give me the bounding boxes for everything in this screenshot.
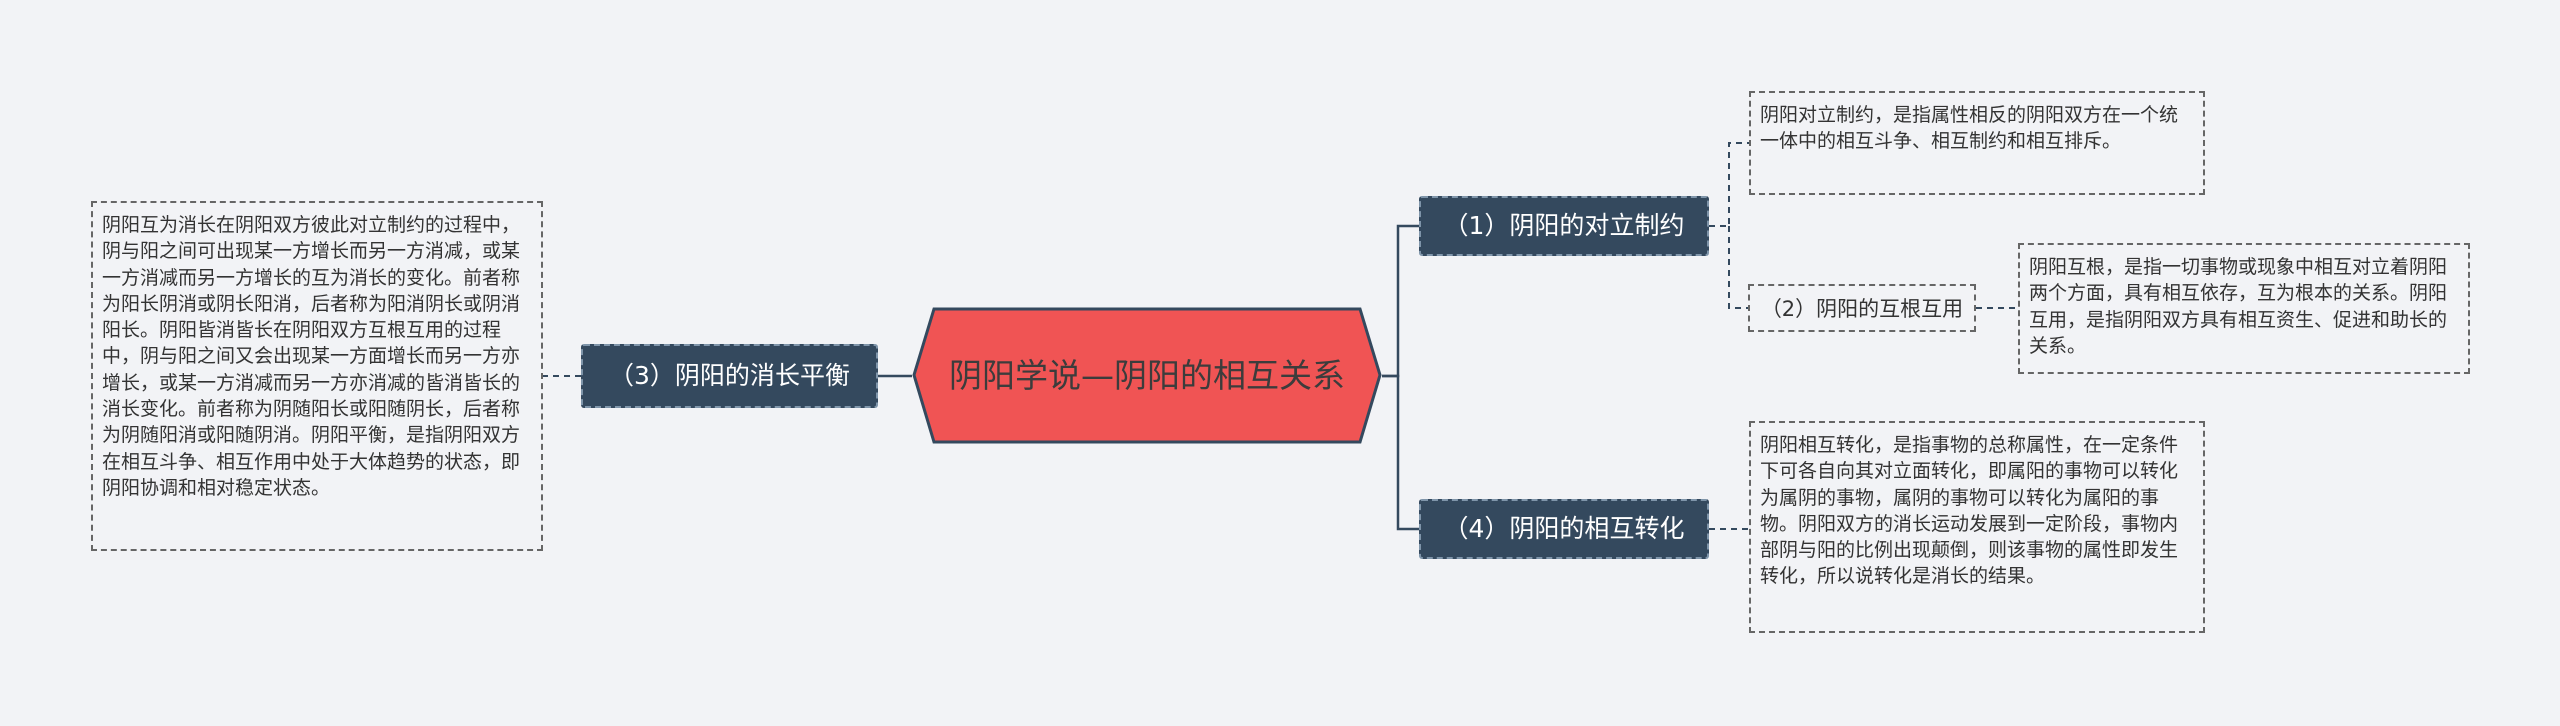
root-hexagon-shape [912,307,1382,444]
leaf-interdependence-text[interactable]: 阴阳互根，是指一切事物或现象中相互对立着阴阳两个方面，具有相互依存，互为根本的关… [2018,243,2470,374]
branch-opposition-restriction[interactable]: （1）阴阳的对立制约 [1419,196,1709,256]
connector-b1-l1 [1709,142,1749,227]
branch-label: （1）阴阳的对立制约 [1443,211,1685,240]
connector-root-b1 [1382,224,1419,378]
branch-label: （4）阴阳的相互转化 [1443,514,1685,543]
subtopic-interdependence[interactable]: （2）阴阳的互根互用 [1748,284,1976,332]
connector-b1-b2 [1728,226,1748,309]
subtopic-label: （2）阴阳的互根互用 [1760,297,1964,321]
branch-mutual-transformation[interactable]: （4）阴阳的相互转化 [1419,499,1709,559]
root-topic-label: 阴阳学说—阴阳的相互关系 [949,355,1345,395]
leaf-transformation-text[interactable]: 阴阳相互转化，是指事物的总称属性，在一定条件下可各自向其对立面转化，即属阳的事物… [1749,421,2205,633]
root-topic[interactable]: 阴阳学说—阴阳的相互关系 [912,307,1382,444]
leaf-opposition-text[interactable]: 阴阳对立制约，是指属性相反的阴阳双方在一个统一体中的相互斗争、相互制约和相互排斥… [1749,91,2205,195]
branch-label: （3）阴阳的消长平衡 [609,361,850,390]
branch-waxing-waning-balance[interactable]: （3）阴阳的消长平衡 [581,344,878,408]
leaf-waxing-waning-text[interactable]: 阴阳互为消长在阴阳双方彼此对立制约的过程中，阴与阳之间可出现某一方增长而另一方消… [91,201,543,551]
connector-root-b4 [1382,374,1419,531]
